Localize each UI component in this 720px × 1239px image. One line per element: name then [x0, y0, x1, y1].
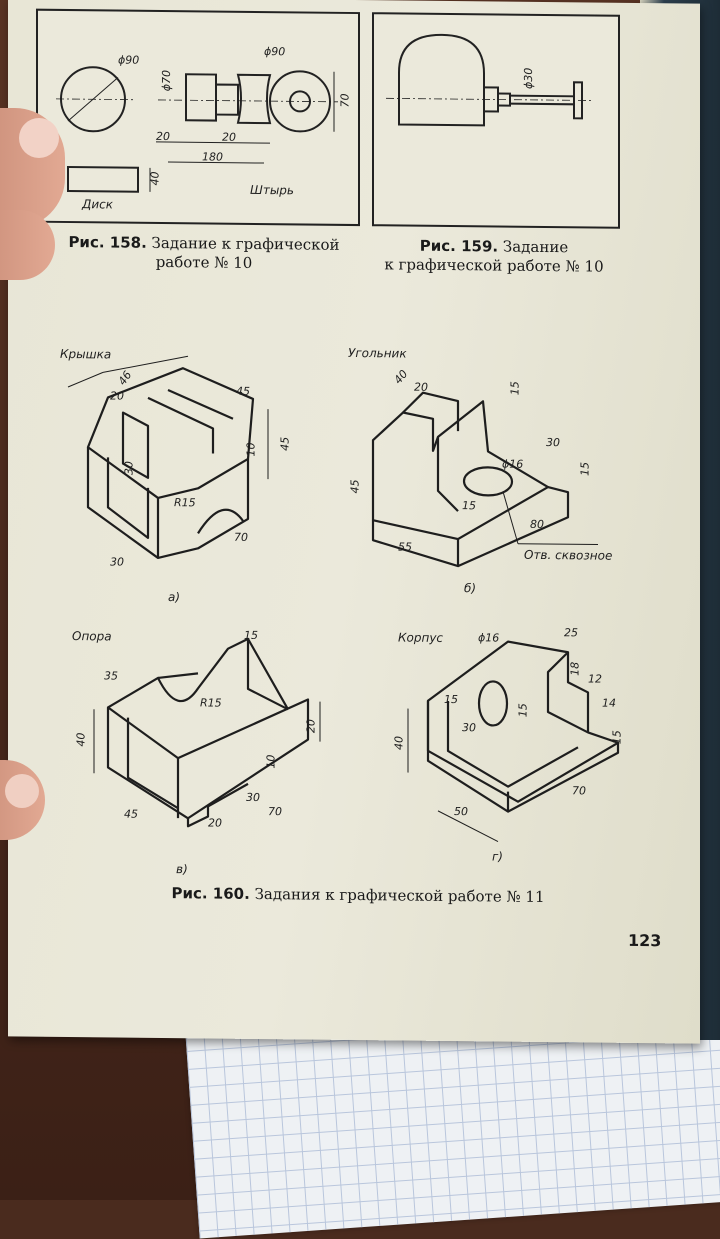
dim-b-15-side: 15 — [578, 461, 592, 476]
dim-d-30: 30 — [462, 721, 476, 735]
dim-d-d16: ϕ16 — [478, 631, 500, 645]
letter-d: г) — [492, 849, 503, 864]
dim-b-15-mid: 15 — [462, 499, 476, 513]
figure-159-drawing — [386, 33, 594, 127]
dim-b-55: 55 — [398, 540, 412, 554]
dim-a-45-top: 45 — [236, 384, 250, 398]
dim-a-30-bottom: 30 — [110, 555, 124, 569]
dim-h70: 70 — [338, 93, 352, 108]
dim-d-40: 40 — [392, 735, 406, 751]
finger-top — [0, 108, 65, 228]
figure-160c-drawing — [93, 637, 321, 828]
dim-c-30: 30 — [246, 790, 260, 805]
dim-d-14: 14 — [602, 696, 616, 710]
dim-20-right: 20 — [222, 130, 236, 144]
dim-b-45: 45 — [348, 479, 362, 494]
dim-b-d16: ϕ16 — [502, 457, 524, 471]
dim-a-r15: R15 — [174, 496, 196, 510]
label-pin: Штырь — [250, 182, 294, 198]
dim-d-18: 18 — [568, 661, 582, 676]
dim-d30: ϕ30 — [522, 67, 536, 90]
dim-c-45: 45 — [124, 807, 138, 821]
note-through-hole: Отв. сквозное — [524, 547, 613, 563]
dim-d-12: 12 — [588, 672, 602, 686]
dim-c-35: 35 — [104, 669, 118, 683]
dim-b-30: 30 — [546, 436, 560, 450]
caption-158: Рис. 158. Задание к графической работе №… — [64, 233, 344, 274]
dim-180: 180 — [202, 150, 223, 164]
dim-d-15-mid: 15 — [516, 703, 530, 718]
letter-b: б) — [464, 581, 477, 596]
dim-c-70: 70 — [268, 805, 282, 819]
figure-158-frame: ϕ90 ϕ70 ϕ90 70 20 20 180 40 Диск Штырь — [36, 8, 360, 227]
dim-c-20-bottom: 20 — [208, 816, 222, 830]
label-disk: Диск — [82, 197, 114, 212]
dim-d-15-top: 15 — [444, 692, 458, 707]
caption-159-line1: Задание — [502, 237, 569, 257]
dim-a-10: 10 — [244, 442, 258, 457]
dim-c-15: 15 — [244, 628, 258, 642]
title-opora: Опора — [72, 629, 112, 644]
dim-a-70: 70 — [234, 530, 248, 544]
letter-a: а) — [168, 590, 181, 605]
dim-d-25: 25 — [564, 626, 578, 640]
figure-158-drawing — [56, 66, 338, 193]
dim-d70: ϕ70 — [160, 69, 174, 92]
dim-d90-pin: ϕ90 — [264, 45, 286, 59]
caption-160-text: Задания к графической работе № 11 — [254, 884, 545, 906]
finger-second — [0, 210, 55, 280]
dim-d-15-side: 15 — [610, 730, 624, 745]
figure-160c: Опора 15 35 R15 40 20 10 45 20 30 70 в) — [48, 617, 338, 890]
figure-160a: Крышка 46 20 45 10 45 30 R15 70 30 а) — [48, 337, 328, 610]
caption-160-number: Рис. 160. — [171, 884, 250, 903]
caption-159-line2: к графической работе № 10 — [384, 255, 604, 276]
caption-158-line2: работе № 10 — [155, 252, 253, 272]
figure-160d-drawing — [407, 640, 620, 842]
dim-20-left: 20 — [156, 129, 170, 144]
caption-158-line1: Задание к графической — [151, 233, 340, 254]
title-ugolnik: Угольник — [348, 345, 407, 361]
dim-c-10: 10 — [264, 754, 278, 769]
figure-159-frame: ϕ30 — [372, 12, 620, 229]
dim-c-40: 40 — [74, 732, 88, 747]
caption-158-number: Рис. 158. — [68, 233, 147, 252]
letter-c: в) — [176, 862, 188, 877]
dim-b-15-top: 15 — [508, 381, 522, 396]
caption-159-number: Рис. 159. — [419, 236, 499, 256]
dim-d90-disk: ϕ90 — [118, 53, 140, 67]
dim-a-30-inner: 30 — [122, 461, 136, 476]
dim-a-20: 20 — [110, 389, 124, 403]
dim-c-r15: R15 — [200, 696, 222, 710]
textbook-page: ϕ90 ϕ70 ϕ90 70 20 20 180 40 Диск Штырь ϕ… — [8, 0, 700, 1044]
title-kryshka: Крышка — [60, 346, 112, 362]
dim-a-45-side: 45 — [278, 436, 292, 451]
figure-160b: Угольник 40 20 15 30 ϕ16 15 45 15 80 55 … — [338, 340, 638, 613]
page-number: 123 — [628, 930, 662, 951]
dim-h40: 40 — [148, 171, 162, 186]
figure-160a-drawing — [67, 355, 269, 560]
dim-b-20: 20 — [414, 380, 428, 394]
dim-d-50: 50 — [454, 805, 468, 819]
caption-159: Рис. 159. Задание к графической работе №… — [374, 236, 614, 277]
figure-160d: Корпус ϕ16 25 18 12 15 14 30 15 15 40 50… — [378, 620, 648, 893]
dim-b-80: 80 — [530, 517, 544, 531]
figure-160b-drawing — [371, 391, 598, 568]
dim-c-20-side: 20 — [304, 718, 318, 734]
title-korpus: Корпус — [398, 630, 444, 645]
dim-d-70: 70 — [572, 784, 586, 798]
